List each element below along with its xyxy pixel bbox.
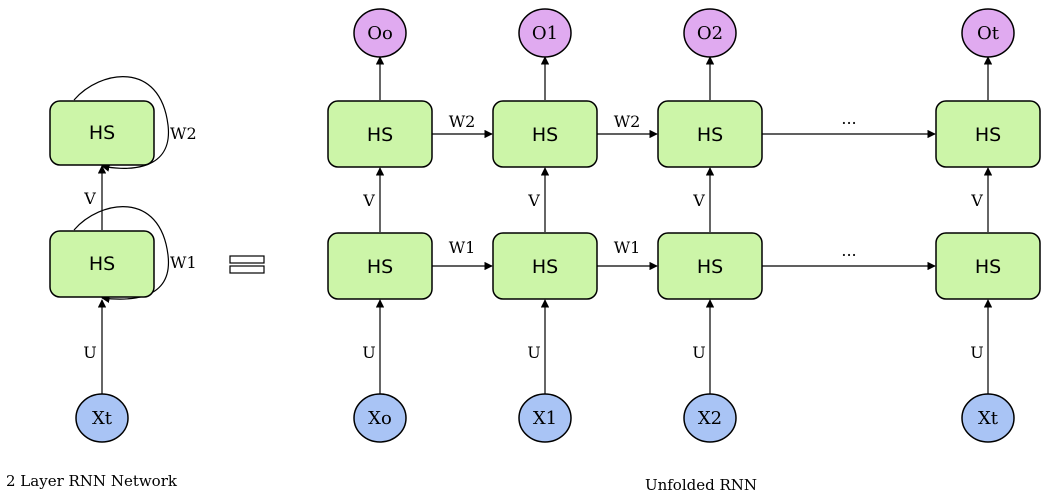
equivalence-symbol (229, 255, 265, 274)
input-label-2: X2 (698, 408, 722, 429)
input-node-3 (961, 393, 1015, 443)
edge-label-v-3: V (970, 191, 983, 210)
output-node-0 (353, 8, 407, 58)
folded-loop-label-w2: W2 (170, 124, 197, 143)
output-node-2 (683, 8, 737, 58)
lower-edge-label-0: W1 (449, 238, 476, 257)
edge-label-u-3: U (970, 343, 983, 362)
input-label-3: Xt (978, 408, 999, 429)
lower-hidden-label-1: HS (532, 256, 558, 278)
lower-ellipsis: ... (841, 241, 856, 260)
folded-caption: 2 Layer RNN Network (6, 472, 178, 490)
lower-hidden-label-3: HS (975, 256, 1001, 278)
loop-lower (73, 206, 169, 304)
output-label-1: O1 (532, 23, 558, 44)
upper-hidden-label-1: HS (532, 124, 558, 146)
edge-label-u-0: U (362, 343, 375, 362)
upper-hidden-label-0: HS (367, 124, 393, 146)
input-label-0: Xo (368, 408, 392, 429)
output-node-1 (518, 8, 572, 58)
folded-upper-hidden-node (49, 100, 155, 166)
edge-label-u-1: U (527, 343, 540, 362)
edge-label-v-0: V (362, 191, 375, 210)
output-node-3 (961, 8, 1015, 58)
folded-edge-label-v: V (83, 189, 96, 208)
folded-input-node (75, 393, 129, 443)
edge-label-v-1: V (527, 191, 540, 210)
lower-edge-label-1: W1 (614, 238, 641, 257)
folded-upper-hidden-label: HS (89, 122, 115, 144)
lower-hidden-label-0: HS (367, 256, 393, 278)
edge-label-v-2: V (692, 191, 705, 210)
loop-upper (73, 76, 169, 172)
input-node-0 (353, 393, 407, 443)
folded-input-label: Xt (92, 408, 113, 429)
unfolded-caption: Unfolded RNN (645, 476, 757, 494)
lower-hidden-label-2: HS (697, 256, 723, 278)
upper-ellipsis: ... (841, 109, 856, 128)
upper-hidden-label-3: HS (975, 124, 1001, 146)
upper-hidden-label-2: HS (697, 124, 723, 146)
lower-hidden-node-3 (935, 232, 1041, 300)
lower-hidden-node-2 (657, 232, 763, 300)
upper-hidden-node-0 (327, 100, 433, 168)
folded-lower-hidden-label: HS (89, 253, 115, 275)
folded-edge-label-u: U (83, 343, 96, 362)
lower-hidden-node-1 (492, 232, 598, 300)
upper-hidden-node-1 (492, 100, 598, 168)
upper-hidden-node-3 (935, 100, 1041, 168)
output-label-3: Ot (977, 23, 1000, 44)
folded-lower-hidden-node (49, 230, 155, 298)
upper-edge-label-1: W2 (614, 112, 641, 131)
folded-loop-label-w1: W1 (170, 253, 197, 272)
upper-hidden-node-2 (657, 100, 763, 168)
input-node-2 (683, 393, 737, 443)
output-label-2: O2 (697, 23, 723, 44)
input-node-1 (518, 393, 572, 443)
unfolded-rnn: W2 W2 ... W1 W1 ... Unfolded RNN HS HS U V X… (327, 8, 1041, 494)
output-label-0: Oo (367, 23, 393, 44)
edge-label-u-2: U (692, 343, 705, 362)
upper-edge-label-0: W2 (449, 112, 476, 131)
folded-rnn: HS HS Xt U V W1 W2 2 Layer RNN Network (6, 76, 197, 490)
input-label-1: X1 (533, 408, 557, 429)
lower-hidden-node-0 (327, 232, 433, 300)
